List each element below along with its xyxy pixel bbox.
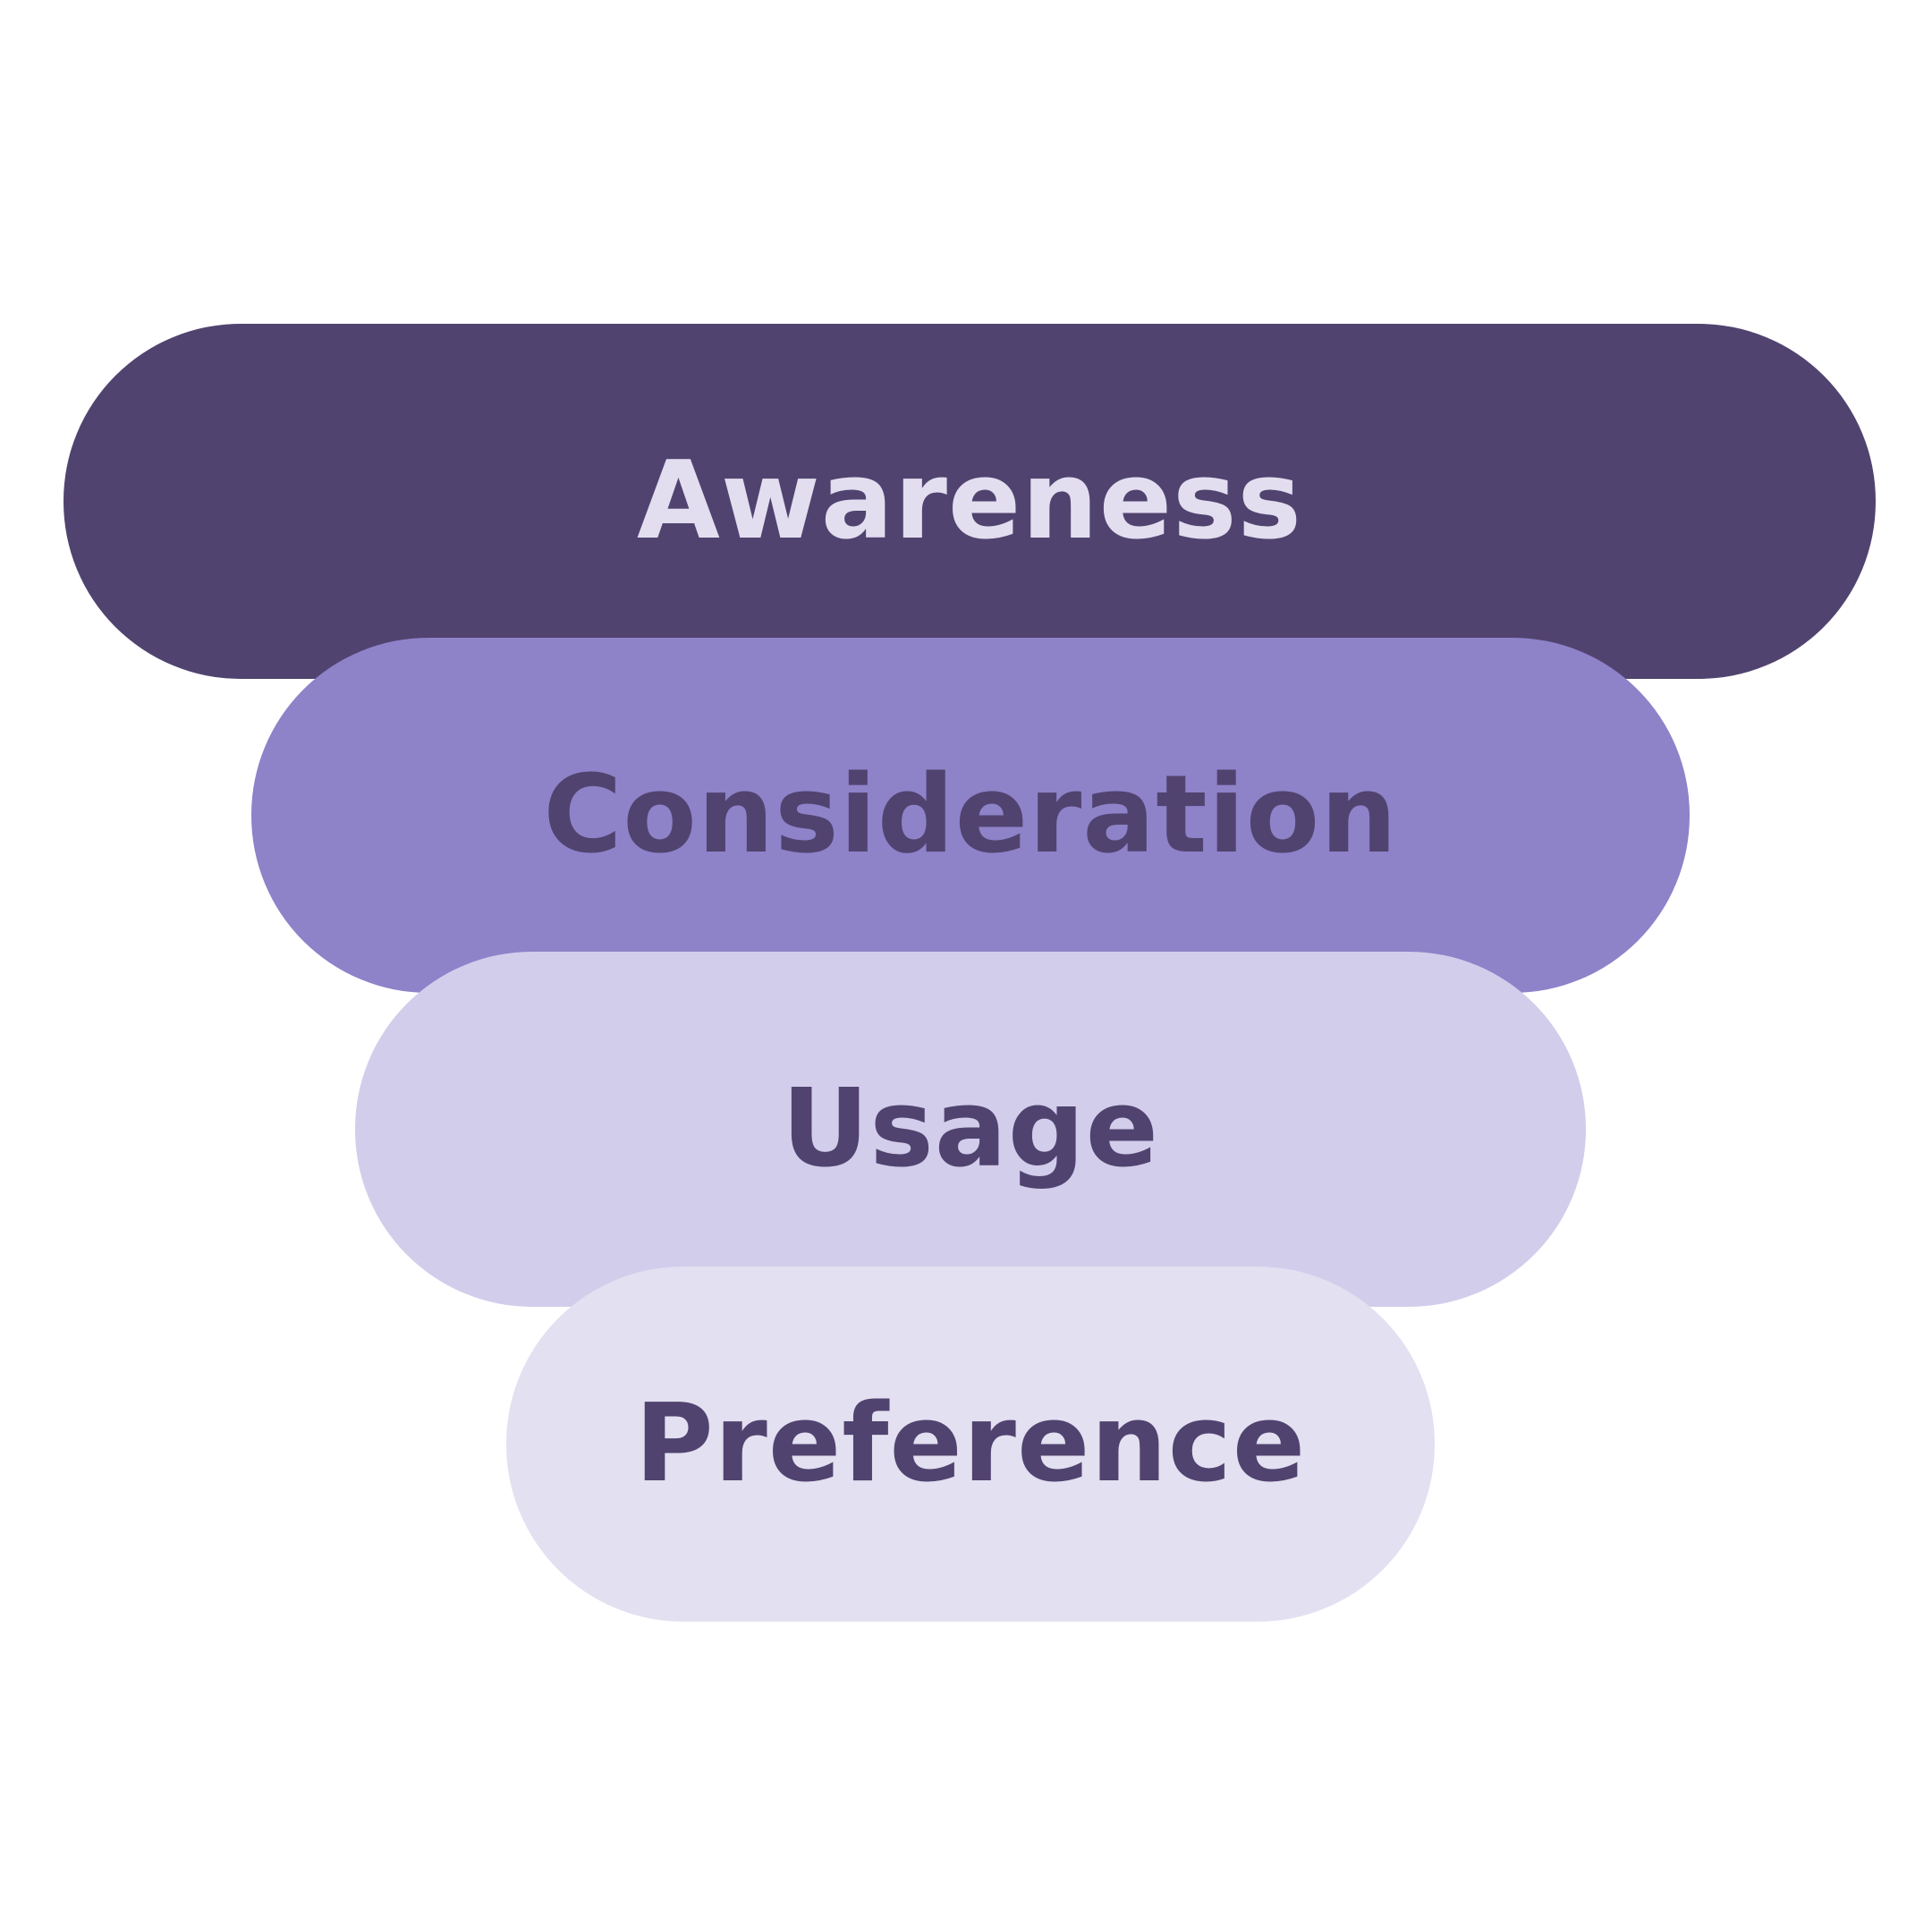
funnel-stage-awareness: Awareness <box>64 324 1876 679</box>
funnel-stage-consideration: Consideration <box>251 638 1690 993</box>
funnel-stage-preference: Preference <box>506 1267 1435 1622</box>
funnel-stage-label: Preference <box>634 1381 1307 1506</box>
funnel-stage-label: Consideration <box>543 752 1398 877</box>
funnel-stage-label: Usage <box>781 1066 1160 1191</box>
funnel-stage-label: Awareness <box>637 438 1302 564</box>
funnel-stage-usage: Usage <box>355 952 1586 1307</box>
